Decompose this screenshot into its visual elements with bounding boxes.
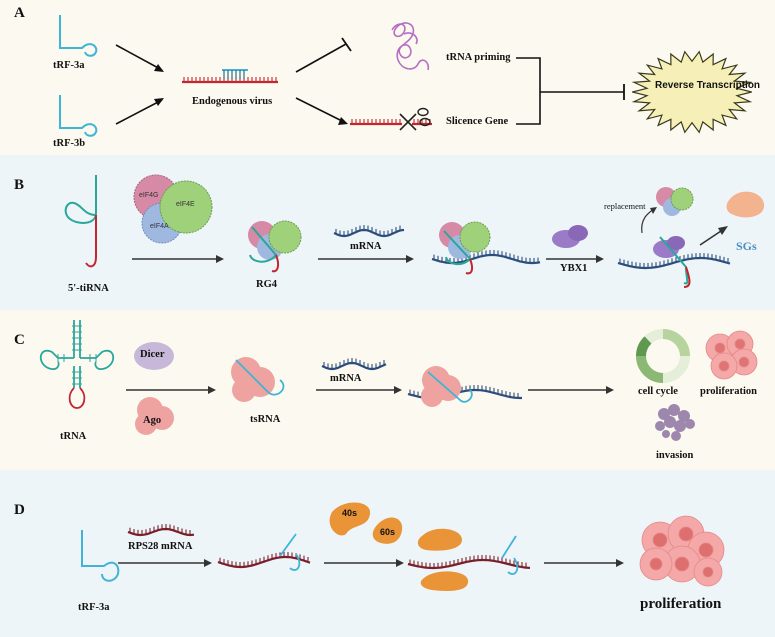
released-complex <box>656 187 694 216</box>
invasion-cells <box>655 404 695 441</box>
sgs-label: SGs <box>736 239 757 253</box>
eif4e-label: eIF4E <box>176 201 195 208</box>
proliferation-label-d: proliferation <box>640 596 722 612</box>
invasion-label: invasion <box>656 450 694 461</box>
tsrna-complex <box>231 357 285 402</box>
ribosome-40s <box>329 502 371 536</box>
panel-c-letter: C <box>14 332 25 348</box>
eif4a-label: eIF4A <box>150 223 169 230</box>
trf-3b-label: tRF-3b <box>53 138 86 149</box>
60s-label: 60s <box>380 527 396 537</box>
trf-3a-label: tRF-3a <box>53 60 85 71</box>
tsrna-label: tsRNA <box>250 414 281 425</box>
rg4-label: RG4 <box>256 279 277 290</box>
panel-b-letter: B <box>14 177 25 193</box>
merge-bracket <box>516 57 541 125</box>
mrna-strand-b <box>333 225 405 238</box>
mrna-strand-final <box>617 253 731 270</box>
tirna-label: 5'-tiRNA <box>68 283 109 294</box>
trf-3a-strand <box>59 15 98 57</box>
mrna-strand-c <box>321 358 387 371</box>
panel-d-art <box>81 502 725 591</box>
tirna-strand <box>64 175 97 224</box>
panel-b: B 5'-tiRNA eIF4G eIF4E eIF4A RG4 mRNA YB… <box>0 155 775 310</box>
trna-rungs <box>57 325 97 385</box>
panel-a-art <box>59 15 753 137</box>
ribosome-top <box>417 528 462 551</box>
inhibit-priming <box>295 43 347 73</box>
proliferation-cluster <box>639 515 725 587</box>
trna-anticodon-loop <box>68 387 86 409</box>
trf-on-rps28 <box>279 533 301 571</box>
ago-protein <box>135 397 174 435</box>
rps28-mrna-ribosome <box>407 555 531 570</box>
reverse-transcription-label: Reverse Transcription <box>655 80 761 91</box>
rps28-mrna-bound <box>217 552 311 569</box>
complex-on-mrna <box>431 221 541 275</box>
panel-a: A tRF-3a tRF-3b Endogenous virus tRNA pr… <box>0 0 775 155</box>
cell-cycle-label: cell cycle <box>638 386 678 397</box>
rg4-complex <box>248 220 302 273</box>
40s-label: 40s <box>342 508 358 518</box>
arrow-to-silence <box>295 97 345 123</box>
arrow-3a-to-virus <box>115 44 163 71</box>
ago-label: Ago <box>143 415 162 426</box>
proliferation-cells <box>705 330 758 380</box>
ybx1-protein <box>552 225 588 248</box>
trna-priming-label: tRNA priming <box>446 52 511 63</box>
rt-burst <box>631 50 753 134</box>
panel-d: D tRF-3a RPS28 mRNA 40s 60s proliferatio… <box>0 470 775 637</box>
trna-label: tRNA <box>60 431 87 442</box>
trf-3a-label-d: tRF-3a <box>78 602 110 613</box>
panel-c: C tRNA Dicer Ago tsRNA mRNA cell cycle p… <box>0 310 775 470</box>
virus-bound-trf <box>222 69 248 79</box>
arrow-to-sgs <box>699 228 725 246</box>
sg-blob <box>726 191 765 218</box>
tsrna-on-mrna <box>421 366 473 407</box>
trf-3a-strand-d <box>81 530 120 582</box>
scissors-icon <box>399 107 431 131</box>
replacement-arrow <box>641 208 655 234</box>
rps28-mrna-small <box>127 524 195 537</box>
rps28-label: RPS28 mRNA <box>128 541 193 552</box>
eif4g-label: eIF4G <box>139 192 159 199</box>
panel-a-letter: A <box>14 5 25 21</box>
ribosome-bottom <box>420 571 469 591</box>
panel-c-art <box>39 320 758 441</box>
trf-on-ribosome <box>501 535 519 575</box>
proliferation-label-c: proliferation <box>700 386 757 397</box>
eif4-complex <box>133 174 213 244</box>
slicence-gene-label: Slicence Gene <box>446 116 509 127</box>
mrna-label-b: mRNA <box>350 241 382 252</box>
trna-cloverleaf <box>39 320 115 388</box>
ribosome-60s <box>372 517 403 544</box>
panel-d-letter: D <box>14 502 25 518</box>
panel-b-art <box>64 174 765 288</box>
virus-rna <box>182 77 278 84</box>
arrow-3b-to-virus <box>115 99 163 125</box>
ybx1-label: YBX1 <box>560 263 588 274</box>
endogenous-virus-label: Endogenous virus <box>192 96 273 107</box>
cell-cycle-ring <box>636 329 690 383</box>
mrna-label-c: mRNA <box>330 373 362 384</box>
trf-3b-strand <box>59 95 98 137</box>
dicer-protein <box>134 342 174 370</box>
ybx1-bound <box>653 236 691 288</box>
dicer-label: Dicer <box>140 349 165 360</box>
trna-squiggle <box>391 22 430 71</box>
replacement-label: replacement <box>604 201 646 211</box>
